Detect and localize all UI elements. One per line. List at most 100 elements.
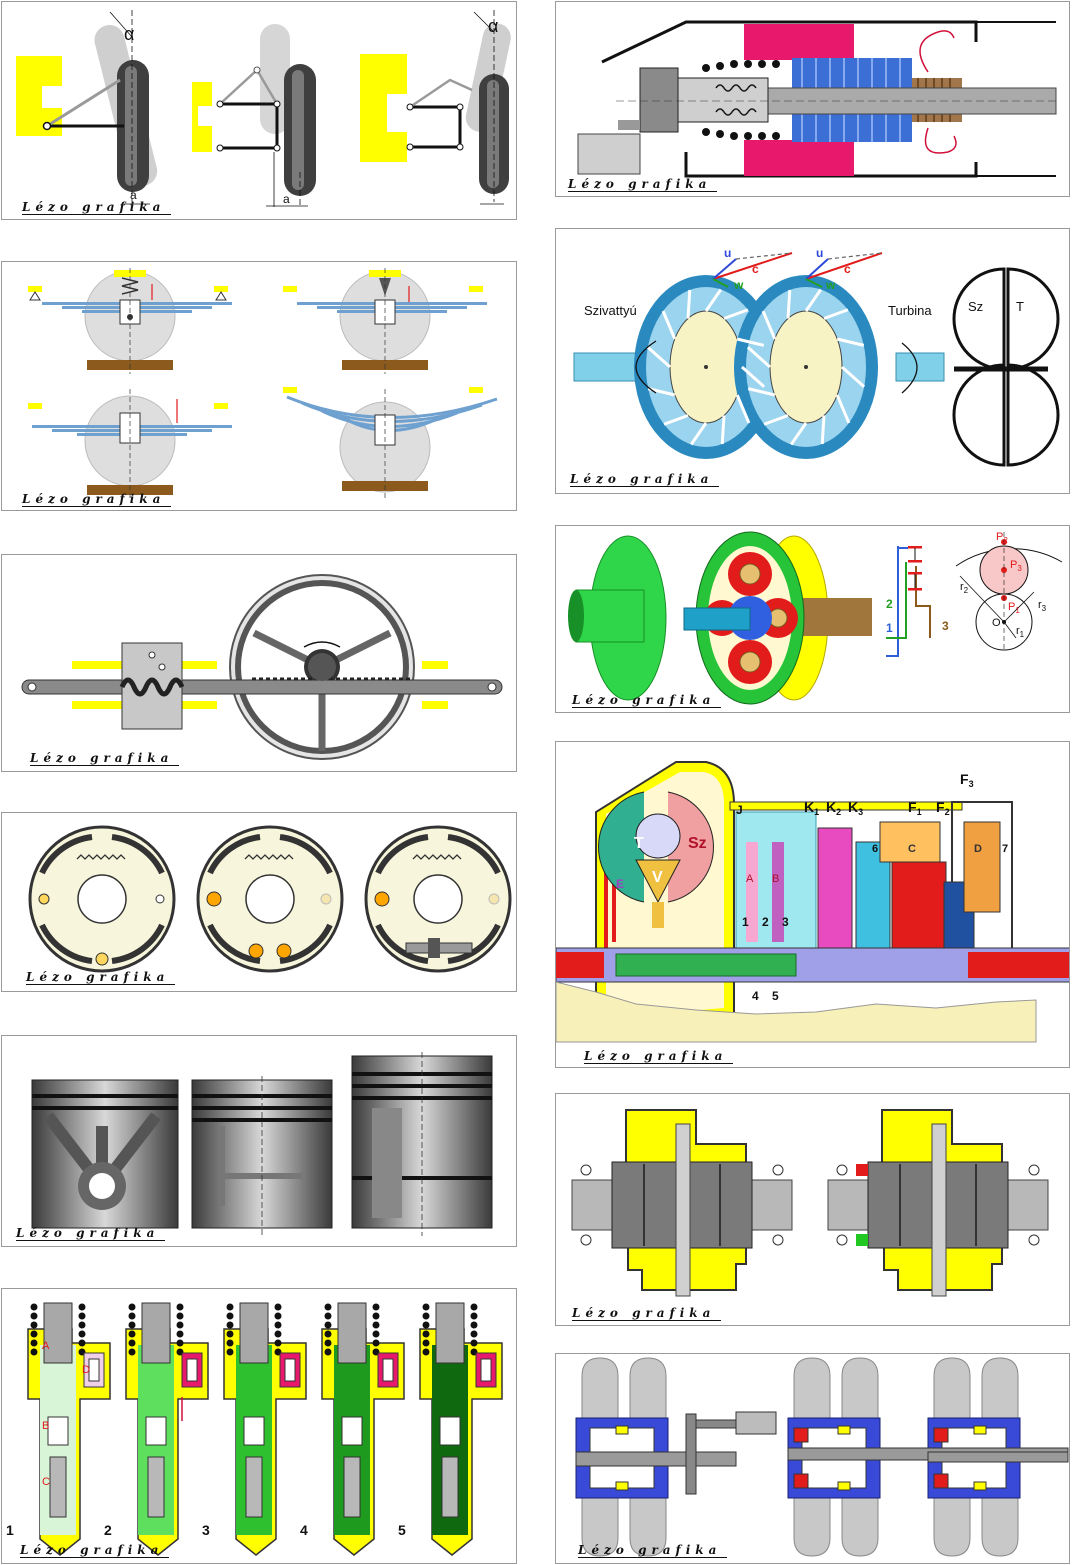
converter-blade [786, 289, 792, 319]
a-label: A [746, 873, 754, 885]
converter-blade [704, 288, 723, 312]
t-label: T [634, 835, 644, 852]
seven-label: 7 [1002, 843, 1008, 855]
converter-blade [735, 394, 751, 424]
converter-blade [841, 365, 866, 388]
turbine-label: Turbina [888, 303, 932, 318]
o-label: O [992, 617, 1001, 629]
starter-motor-panel: Lézo grafika [555, 1, 1070, 197]
suspension-panel: α a a α Lézo grafika [1, 1, 517, 220]
j-label: J [736, 803, 743, 817]
legend-2: 2 [886, 597, 893, 611]
piston-diagram [31, 1052, 493, 1236]
k3-label: K3 [848, 799, 863, 817]
injector-step: 3 [202, 1302, 307, 1556]
converter-blade [835, 394, 851, 424]
converter-blade [647, 387, 676, 397]
injector-part-letter: A [42, 1340, 50, 1352]
differential-panel: Lézo grafika [555, 1093, 1070, 1326]
sz-label: Sz [688, 835, 707, 852]
drum-brake-diagram [28, 825, 512, 973]
transmission-diagram: T Sz V E A B J K1 K2 K3 F1 F2 F3 1 2 3 4… [556, 761, 1069, 1043]
r3-label: r3 [1038, 599, 1047, 613]
injector-step: 4 [300, 1302, 405, 1556]
k2-label: K2 [826, 799, 841, 817]
transmission-panel: T Sz V E A B J K1 K2 K3 F1 F2 F3 1 2 3 4… [555, 741, 1070, 1068]
signature: Lézo grafika [568, 178, 718, 192]
steering-diagram [21, 574, 503, 760]
alpha-label-1: α [124, 24, 134, 44]
signature: Lézo grafika [22, 493, 172, 507]
converter-blade [723, 308, 749, 320]
injector-part-letter: C [42, 1476, 50, 1488]
alpha-label-3: α [488, 16, 498, 36]
signature: Lézo grafika [30, 752, 180, 766]
f1-label: F1 [908, 799, 922, 817]
converter-blade [789, 422, 808, 446]
signature: Lézo grafika [16, 1227, 166, 1241]
k1-label: K1 [804, 799, 819, 817]
suspension-diagram: α a a α [16, 10, 511, 207]
f3-label: F3 [960, 771, 974, 789]
converter-blade [646, 346, 671, 369]
port-2: 2 [762, 915, 769, 929]
a-label-1: a [130, 188, 137, 202]
legend-1: 1 [886, 621, 893, 635]
d-label: D [974, 843, 982, 855]
signature: Lézo grafika [570, 473, 720, 487]
step-number: 4 [300, 1522, 308, 1538]
c-label-1: c [752, 262, 759, 276]
signature: Lézo grafika [26, 971, 176, 985]
step-number: 5 [398, 1522, 406, 1538]
converter-blade [763, 414, 789, 426]
f2-label: F2 [936, 799, 950, 817]
converter-blade [823, 308, 849, 320]
port-4: 4 [752, 989, 759, 1003]
planetary-diagram: 1 2 3 P2 P3 P1 r2 r3 r1 O [568, 531, 1063, 705]
port-3: 3 [782, 915, 789, 929]
step-number: 2 [104, 1522, 112, 1538]
drum-brake-panel: Lézo grafika [1, 812, 517, 992]
converter-blade [804, 288, 823, 312]
torque-converter-panel: Szivattyú Turbina u c w u c w Sz T Lézo … [555, 228, 1070, 494]
signature: Lézo grafika [572, 1307, 722, 1321]
piston-panel: Lézo grafika [1, 1035, 517, 1247]
v-label: V [652, 869, 663, 886]
leaf-spring-panel: Lézo grafika [1, 261, 517, 511]
u-label-1: u [724, 246, 731, 260]
injector-step: 1 [6, 1302, 111, 1556]
e-label: E [616, 877, 624, 891]
differential-diagram [571, 1109, 1049, 1297]
injector-step: 5 [398, 1302, 503, 1556]
port-5: 5 [772, 989, 779, 1003]
pump-label: Szivattyú [584, 303, 637, 318]
steering-panel: Lézo grafika [1, 554, 517, 772]
p2-label: P2 [996, 531, 1008, 545]
converter-blade [736, 337, 765, 347]
converter-blade [663, 414, 689, 426]
injector-step: 2 [104, 1302, 209, 1556]
signature: Lézo grafika [584, 1050, 734, 1064]
step-number: 3 [202, 1522, 210, 1538]
converter-blade [741, 365, 766, 388]
converter-blade [761, 310, 777, 340]
w-label-1: w [733, 278, 744, 292]
b-label: B [772, 873, 779, 885]
legend-3: 3 [942, 619, 949, 633]
signature: Lézo grafika [20, 1544, 170, 1558]
t-label: T [1016, 299, 1024, 314]
converter-blade [836, 337, 865, 347]
starter-motor-diagram [577, 20, 1057, 178]
signature: Lézo grafika [572, 694, 722, 708]
converter-blade [686, 289, 692, 319]
injector-part-letter: B [42, 1420, 49, 1432]
u-label-2: u [816, 246, 823, 260]
converter-blade [661, 310, 677, 340]
r2-label: r2 [960, 581, 969, 595]
hub-drive-panel: Lézo grafika [555, 1353, 1070, 1564]
step-number: 1 [6, 1522, 14, 1538]
signature: Lézo grafika [578, 1544, 728, 1558]
six-label: 6 [872, 843, 878, 855]
